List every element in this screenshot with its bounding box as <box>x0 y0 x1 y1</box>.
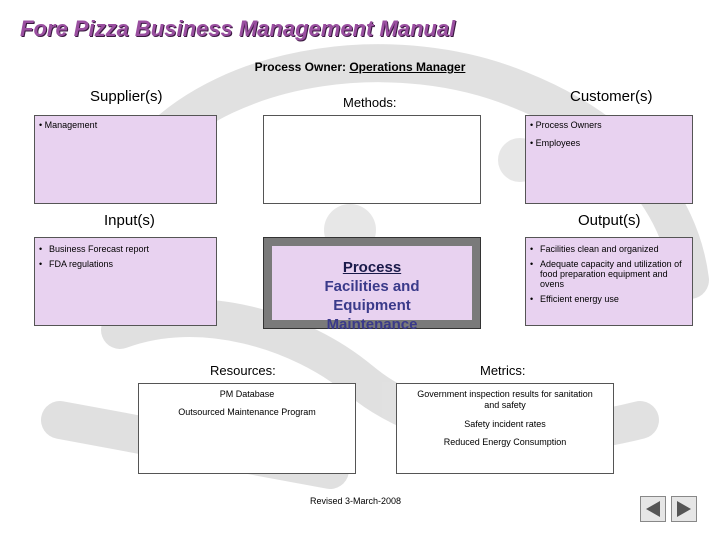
output-item: Efficient energy use <box>530 294 688 304</box>
revision-date: Revised 3-March-2008 <box>310 496 402 506</box>
process-owner: Process Owner: Operations Manager <box>0 60 720 74</box>
input-label: Input(s) <box>104 212 155 229</box>
customer-label: Customer(s) <box>570 88 653 105</box>
output-item: Facilities clean and organized <box>530 244 688 254</box>
previous-slide-button[interactable] <box>640 496 666 522</box>
supplier-label: Supplier(s) <box>90 88 163 105</box>
customer-box: • Process Owners • Employees <box>525 115 693 204</box>
output-box: Facilities clean and organized Adequate … <box>525 237 693 326</box>
resources-label: Resources: <box>210 363 276 378</box>
process-owner-label: Process Owner: <box>254 60 346 74</box>
methods-box <box>263 115 481 204</box>
output-item: Adequate capacity and utilization of foo… <box>530 259 688 289</box>
customer-item: • Employees <box>530 138 581 148</box>
supplier-item: • Management <box>39 120 98 130</box>
resources-item: Outsourced Maintenance Program <box>178 407 316 417</box>
process-owner-value: Operations Manager <box>349 60 466 74</box>
output-label: Output(s) <box>578 212 641 229</box>
customer-item: • Process Owners <box>530 120 602 130</box>
triangle-left-icon <box>646 501 660 517</box>
input-item: Business Forecast report <box>39 244 212 254</box>
metrics-item: Safety incident rates <box>464 419 546 429</box>
metrics-box: Government inspection results for sanita… <box>396 383 614 474</box>
supplier-box: • Management <box>34 115 217 204</box>
resources-box: PM Database Outsourced Maintenance Progr… <box>138 383 356 474</box>
metrics-label: Metrics: <box>480 363 526 378</box>
next-slide-button[interactable] <box>671 496 697 522</box>
methods-label: Methods: <box>343 95 397 110</box>
resources-item: PM Database <box>219 389 275 399</box>
page-title: Fore Pizza Business Management Manual <box>20 16 456 41</box>
process-box: Process Facilities and Equipment Mainten… <box>263 237 481 333</box>
metrics-item: Government inspection results for sanita… <box>417 389 593 410</box>
triangle-right-icon <box>677 501 691 517</box>
metrics-item: Reduced Energy Consumption <box>443 437 567 447</box>
input-box: Business Forecast report FDA regulations <box>34 237 217 326</box>
input-item: FDA regulations <box>39 259 212 269</box>
process-title: Process Facilities and Equipment Mainten… <box>324 259 420 333</box>
